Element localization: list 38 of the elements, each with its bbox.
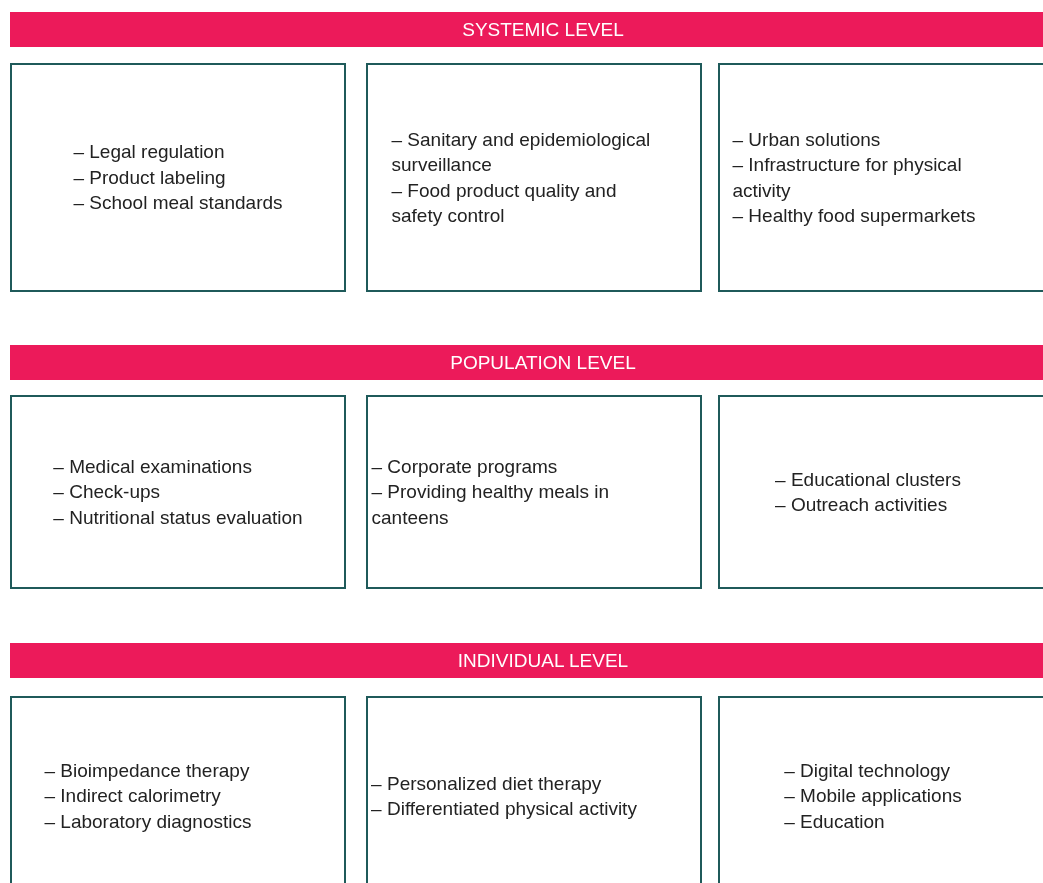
list-item: – Legal regulation: [73, 140, 226, 165]
list-item: – Mobile applications: [784, 784, 962, 809]
list-item: – Educational clusters: [775, 467, 961, 492]
level-header-band: [10, 643, 1043, 678]
level-header-band: [10, 12, 1043, 47]
level-title: POPULATION LEVEL: [450, 351, 636, 374]
content-box: [718, 696, 1043, 883]
level-title: SYSTEMIC LEVEL: [462, 18, 624, 41]
list-item: – Check-ups: [53, 480, 162, 505]
content-box: [718, 395, 1043, 589]
list-item: – Bioimpedance therapy: [44, 758, 251, 783]
list-item: – Outreach activities: [775, 493, 949, 517]
content-box: [366, 63, 702, 292]
list-item: – Healthy food supermarkets: [732, 204, 977, 228]
list-item: – Medical examinations: [53, 454, 253, 479]
list-item: – Indirect calorimetry: [44, 784, 222, 809]
list-item: – Differentiated physical activity: [371, 797, 637, 821]
list-item: – Product labeling: [73, 165, 227, 190]
list-item: – Personalized diet therapy: [371, 771, 603, 796]
list-item: – Urban solutions: [732, 127, 882, 152]
list-item: – Digital technology: [784, 758, 952, 783]
content-box: [366, 696, 702, 883]
list-item: – Laboratory diagnostics: [44, 809, 252, 834]
content-box: [10, 395, 346, 589]
level-title: INDIVIDUAL LEVEL: [457, 649, 629, 672]
list-item: – Sanitary and epidemiological surveillance: [391, 127, 652, 177]
level-header-band: [10, 345, 1043, 380]
list-item: – Nutritional status evaluation: [53, 505, 303, 530]
content-box: [718, 63, 1043, 292]
list-item: – Corporate programs: [371, 454, 559, 479]
content-box: [10, 696, 346, 883]
list-item: – Food product quality and safety control: [391, 178, 618, 228]
list-item: – School meal standards: [73, 191, 283, 216]
list-item: – Providing healthy meals in canteens: [371, 480, 611, 530]
content-box: [366, 395, 702, 589]
list-item: – Infrastructure for physical activity: [732, 153, 963, 203]
list-item: – Education: [784, 809, 886, 834]
content-box: [10, 63, 346, 292]
